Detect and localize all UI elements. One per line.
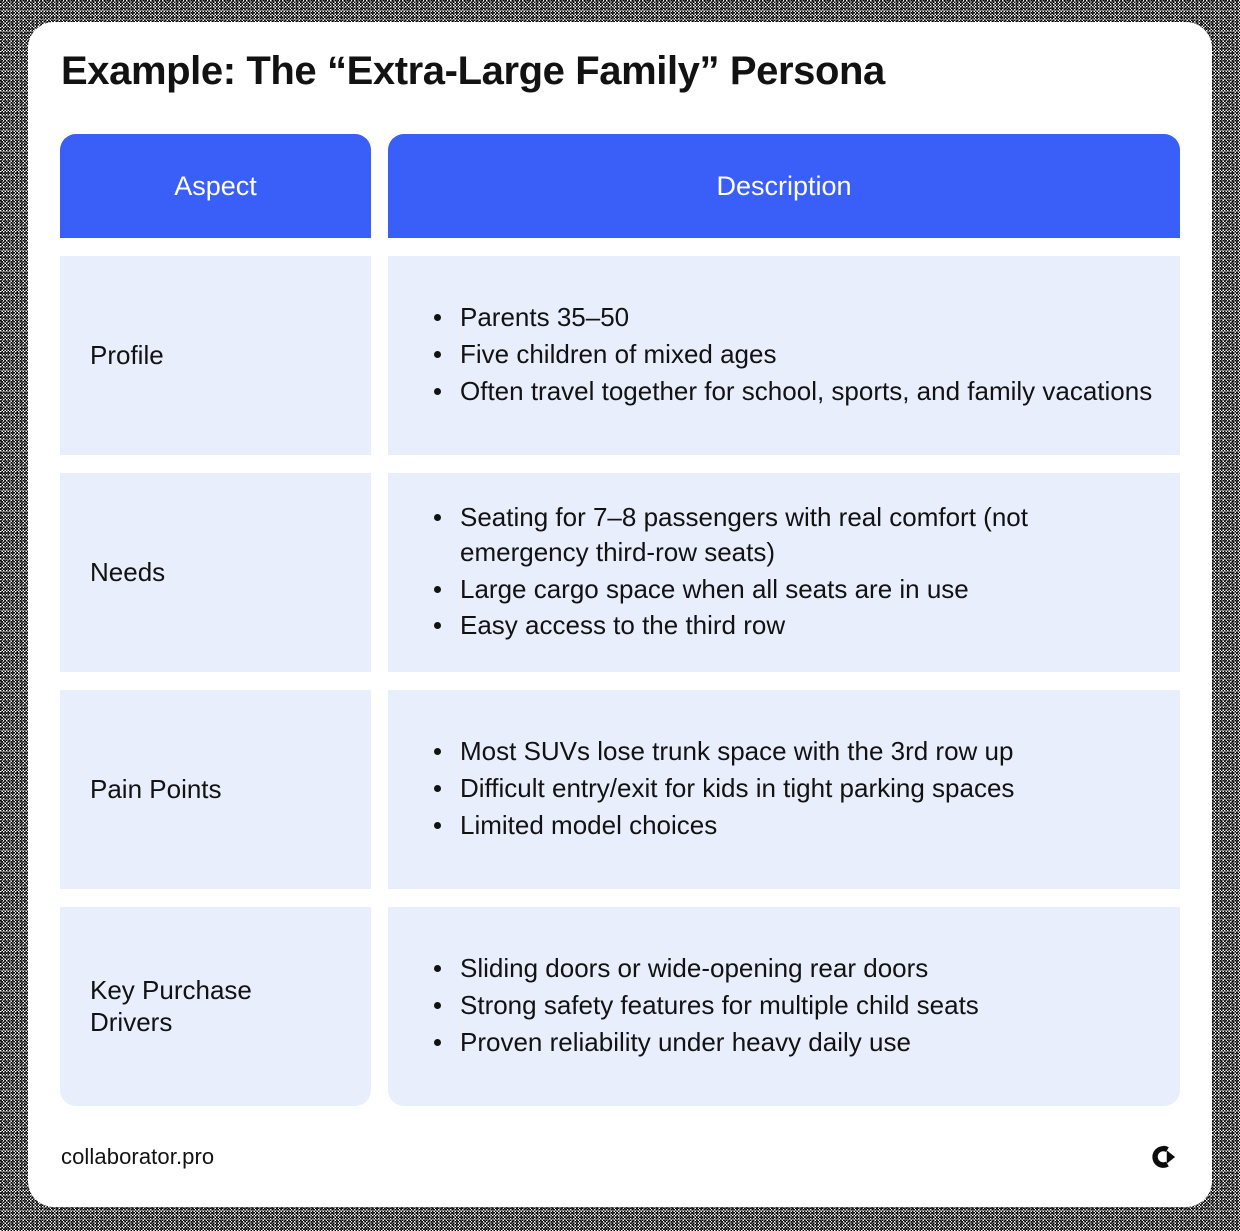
row-description: Parents 35–50 Five children of mixed age… — [388, 256, 1180, 455]
footer-url: collaborator.pro — [61, 1144, 215, 1169]
row-aspect-label: Needs — [60, 473, 371, 672]
table-header-row: Aspect Description — [60, 134, 1180, 238]
table-row: Key Purchase Drivers Sliding doors or wi… — [60, 907, 1180, 1106]
bullet-list: Parents 35–50 Five children of mixed age… — [428, 300, 1154, 410]
list-item: Seating for 7–8 passengers with real com… — [428, 500, 1154, 570]
list-item: Limited model choices — [428, 808, 1154, 843]
bullet-list: Most SUVs lose trunk space with the 3rd … — [428, 734, 1154, 844]
page-title: Example: The “Extra-Large Family” Person… — [61, 49, 885, 93]
collaborator-logo-icon — [1145, 1140, 1179, 1174]
list-item: Strong safety features for multiple chil… — [428, 988, 1154, 1023]
list-item: Proven reliability under heavy daily use — [428, 1025, 1154, 1060]
row-aspect-label: Key Purchase Drivers — [60, 907, 371, 1106]
list-item: Easy access to the third row — [428, 608, 1154, 643]
bullet-list: Sliding doors or wide-opening rear doors… — [428, 951, 1154, 1061]
persona-table: Aspect Description Profile Parents 35–50… — [60, 134, 1180, 1106]
row-aspect-label: Profile — [60, 256, 371, 455]
list-item: Difficult entry/exit for kids in tight p… — [428, 771, 1154, 806]
table-row: Needs Seating for 7–8 passengers with re… — [60, 473, 1180, 672]
footer: collaborator.pro — [61, 1132, 1179, 1182]
column-header-aspect: Aspect — [60, 134, 371, 238]
content-card: Example: The “Extra-Large Family” Person… — [28, 22, 1212, 1207]
table-row: Pain Points Most SUVs lose trunk space w… — [60, 690, 1180, 889]
row-description: Sliding doors or wide-opening rear doors… — [388, 907, 1180, 1106]
row-aspect-label: Pain Points — [60, 690, 371, 889]
list-item: Sliding doors or wide-opening rear doors — [428, 951, 1154, 986]
list-item: Most SUVs lose trunk space with the 3rd … — [428, 734, 1154, 769]
list-item: Often travel together for school, sports… — [428, 374, 1154, 409]
table-row: Profile Parents 35–50 Five children of m… — [60, 256, 1180, 455]
column-header-description: Description — [388, 134, 1180, 238]
row-description: Seating for 7–8 passengers with real com… — [388, 473, 1180, 672]
row-description: Most SUVs lose trunk space with the 3rd … — [388, 690, 1180, 889]
list-item: Parents 35–50 — [428, 300, 1154, 335]
list-item: Large cargo space when all seats are in … — [428, 572, 1154, 607]
bullet-list: Seating for 7–8 passengers with real com… — [428, 500, 1154, 645]
list-item: Five children of mixed ages — [428, 337, 1154, 372]
